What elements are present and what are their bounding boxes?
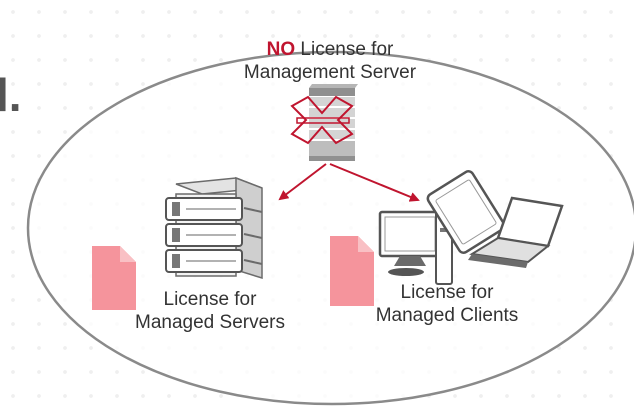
tablet-icon <box>426 170 506 254</box>
servers-label-line1: License for <box>163 289 257 310</box>
managed-clients-label: License for Managed Clients <box>350 281 544 327</box>
license-document-icon <box>330 236 374 306</box>
cropped-edge-text: l. <box>0 69 22 121</box>
management-label-line2: Management Server <box>243 62 417 83</box>
no-license-emphasis: NO <box>266 39 296 60</box>
crossed-out-icon <box>290 95 354 145</box>
laptop-icon <box>468 196 564 268</box>
license-document-icon <box>92 246 136 310</box>
managed-servers-label: License for Managed Servers <box>124 288 296 334</box>
clients-label-line2: Managed Clients <box>375 305 519 326</box>
server-rack-icon <box>165 176 263 280</box>
clients-label-line1: License for <box>400 282 494 303</box>
arrow-to-servers <box>278 163 327 201</box>
servers-label-line2: Managed Servers <box>135 312 285 333</box>
scope-ellipse <box>26 50 634 406</box>
management-label-line1: License for <box>300 39 394 60</box>
arrow-to-clients <box>329 163 420 202</box>
management-server-label: NO License for Management Server <box>232 38 428 84</box>
